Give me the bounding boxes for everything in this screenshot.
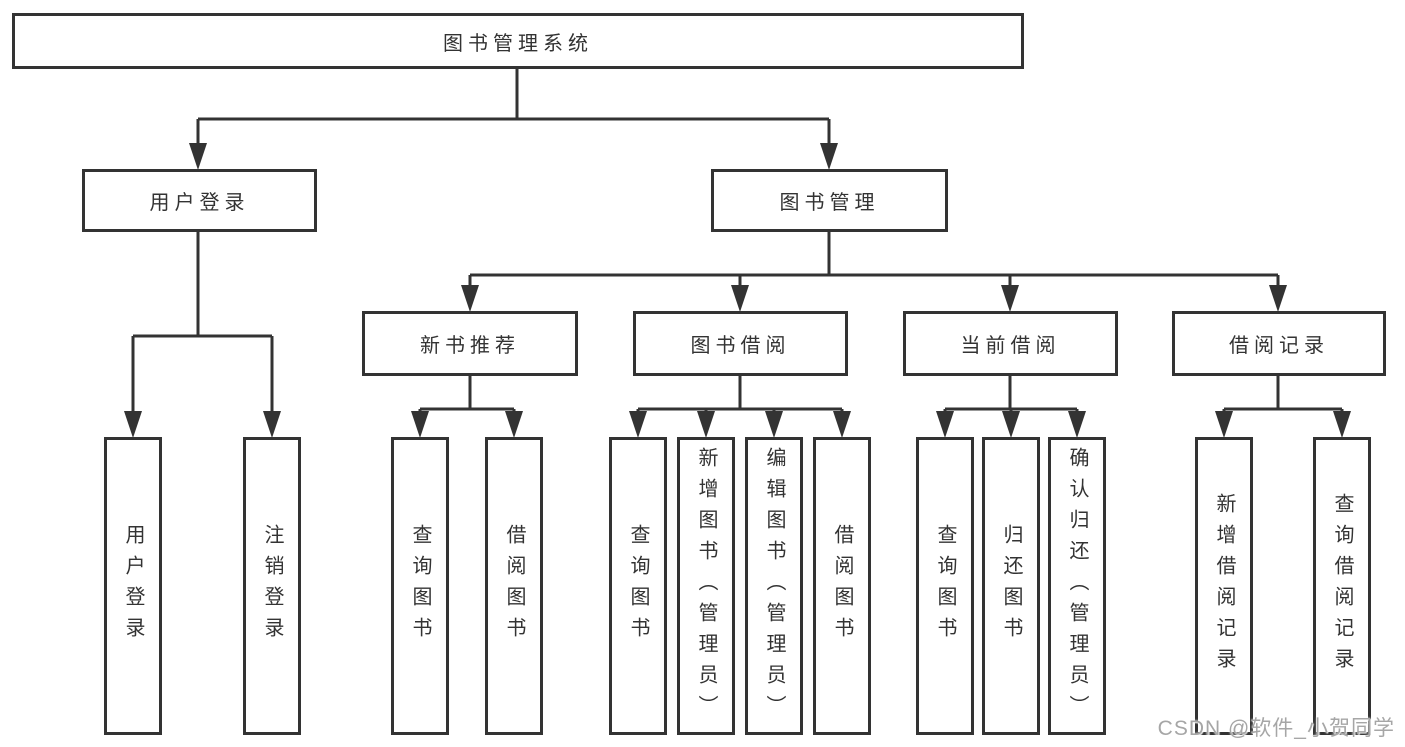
leaf-query-books-recommend: 查询图书: [391, 437, 449, 735]
arrowhead: [731, 285, 749, 312]
connector-mgmt-to-level3: [468, 232, 1280, 287]
arrowheads: [124, 143, 1351, 438]
connector-borrow-to-leaves: [636, 376, 844, 414]
arrowhead: [820, 143, 838, 170]
leaf-edit-books-admin: 编辑图书（管理员）: [745, 437, 803, 735]
leaf-label: 查询借阅记录: [1331, 493, 1353, 679]
leaf-borrow-books: 借阅图书: [813, 437, 871, 735]
connector-login-to-leaves: [131, 232, 274, 413]
leaf-query-borrow-record: 查询借阅记录: [1313, 437, 1371, 735]
node-borrow-records: 借阅记录: [1172, 311, 1386, 376]
node-current-borrow: 当前借阅: [903, 311, 1118, 376]
leaf-borrow-books-recommend: 借阅图书: [485, 437, 543, 735]
leaf-confirm-return-admin: 确认归还（管理员）: [1048, 437, 1106, 735]
leaf-add-books-admin: 新增图书（管理员）: [677, 437, 735, 735]
arrowhead: [411, 411, 429, 438]
leaf-label: 编辑图书（管理员）: [763, 446, 785, 726]
arrowhead: [833, 411, 851, 438]
leaf-label: 新增图书（管理员）: [695, 446, 717, 726]
connector-records-to-leaves: [1222, 376, 1344, 414]
arrowhead: [765, 411, 783, 438]
connector-newbook-to-leaves: [418, 376, 516, 414]
leaf-logout: 注销登录: [243, 437, 301, 735]
connector-current-to-leaves: [943, 376, 1079, 414]
leaf-add-borrow-record: 新增借阅记录: [1195, 437, 1253, 735]
leaf-label: 用户登录: [122, 524, 144, 648]
arrowhead: [124, 411, 142, 438]
leaf-query-books-borrow: 查询图书: [609, 437, 667, 735]
leaf-label: 新增借阅记录: [1213, 493, 1235, 679]
node-user-login: 用户登录: [82, 169, 317, 232]
leaf-label: 归还图书: [1000, 524, 1022, 648]
leaf-label: 注销登录: [261, 524, 283, 648]
node-book-borrow: 图书借阅: [633, 311, 848, 376]
arrowhead: [1215, 411, 1233, 438]
leaf-label: 查询图书: [627, 524, 649, 648]
leaf-label: 借阅图书: [831, 524, 853, 648]
arrowhead: [461, 285, 479, 312]
arrowhead: [936, 411, 954, 438]
leaf-label: 借阅图书: [503, 524, 525, 648]
arrowhead: [1001, 285, 1019, 312]
leaf-label: 查询图书: [409, 524, 431, 648]
arrowhead: [189, 143, 207, 170]
arrowhead: [505, 411, 523, 438]
arrowhead: [1068, 411, 1086, 438]
arrowhead: [1333, 411, 1351, 438]
arrowhead: [263, 411, 281, 438]
leaf-user-login: 用户登录: [104, 437, 162, 735]
node-book-management: 图书管理: [711, 169, 948, 232]
csdn-watermark: CSDN @软件_小贺同学: [1157, 717, 1395, 740]
connector-root-to-level2: [196, 69, 831, 147]
arrowhead: [1002, 411, 1020, 438]
leaf-return-books: 归还图书: [982, 437, 1040, 735]
arrowhead: [629, 411, 647, 438]
leaf-query-books-current: 查询图书: [916, 437, 974, 735]
leaf-label: 查询图书: [934, 524, 956, 648]
node-new-book-recommend: 新书推荐: [362, 311, 578, 376]
arrowhead: [697, 411, 715, 438]
arrowhead: [1269, 285, 1287, 312]
node-system-root: 图书管理系统: [12, 13, 1024, 69]
leaf-label: 确认归还（管理员）: [1066, 446, 1088, 726]
